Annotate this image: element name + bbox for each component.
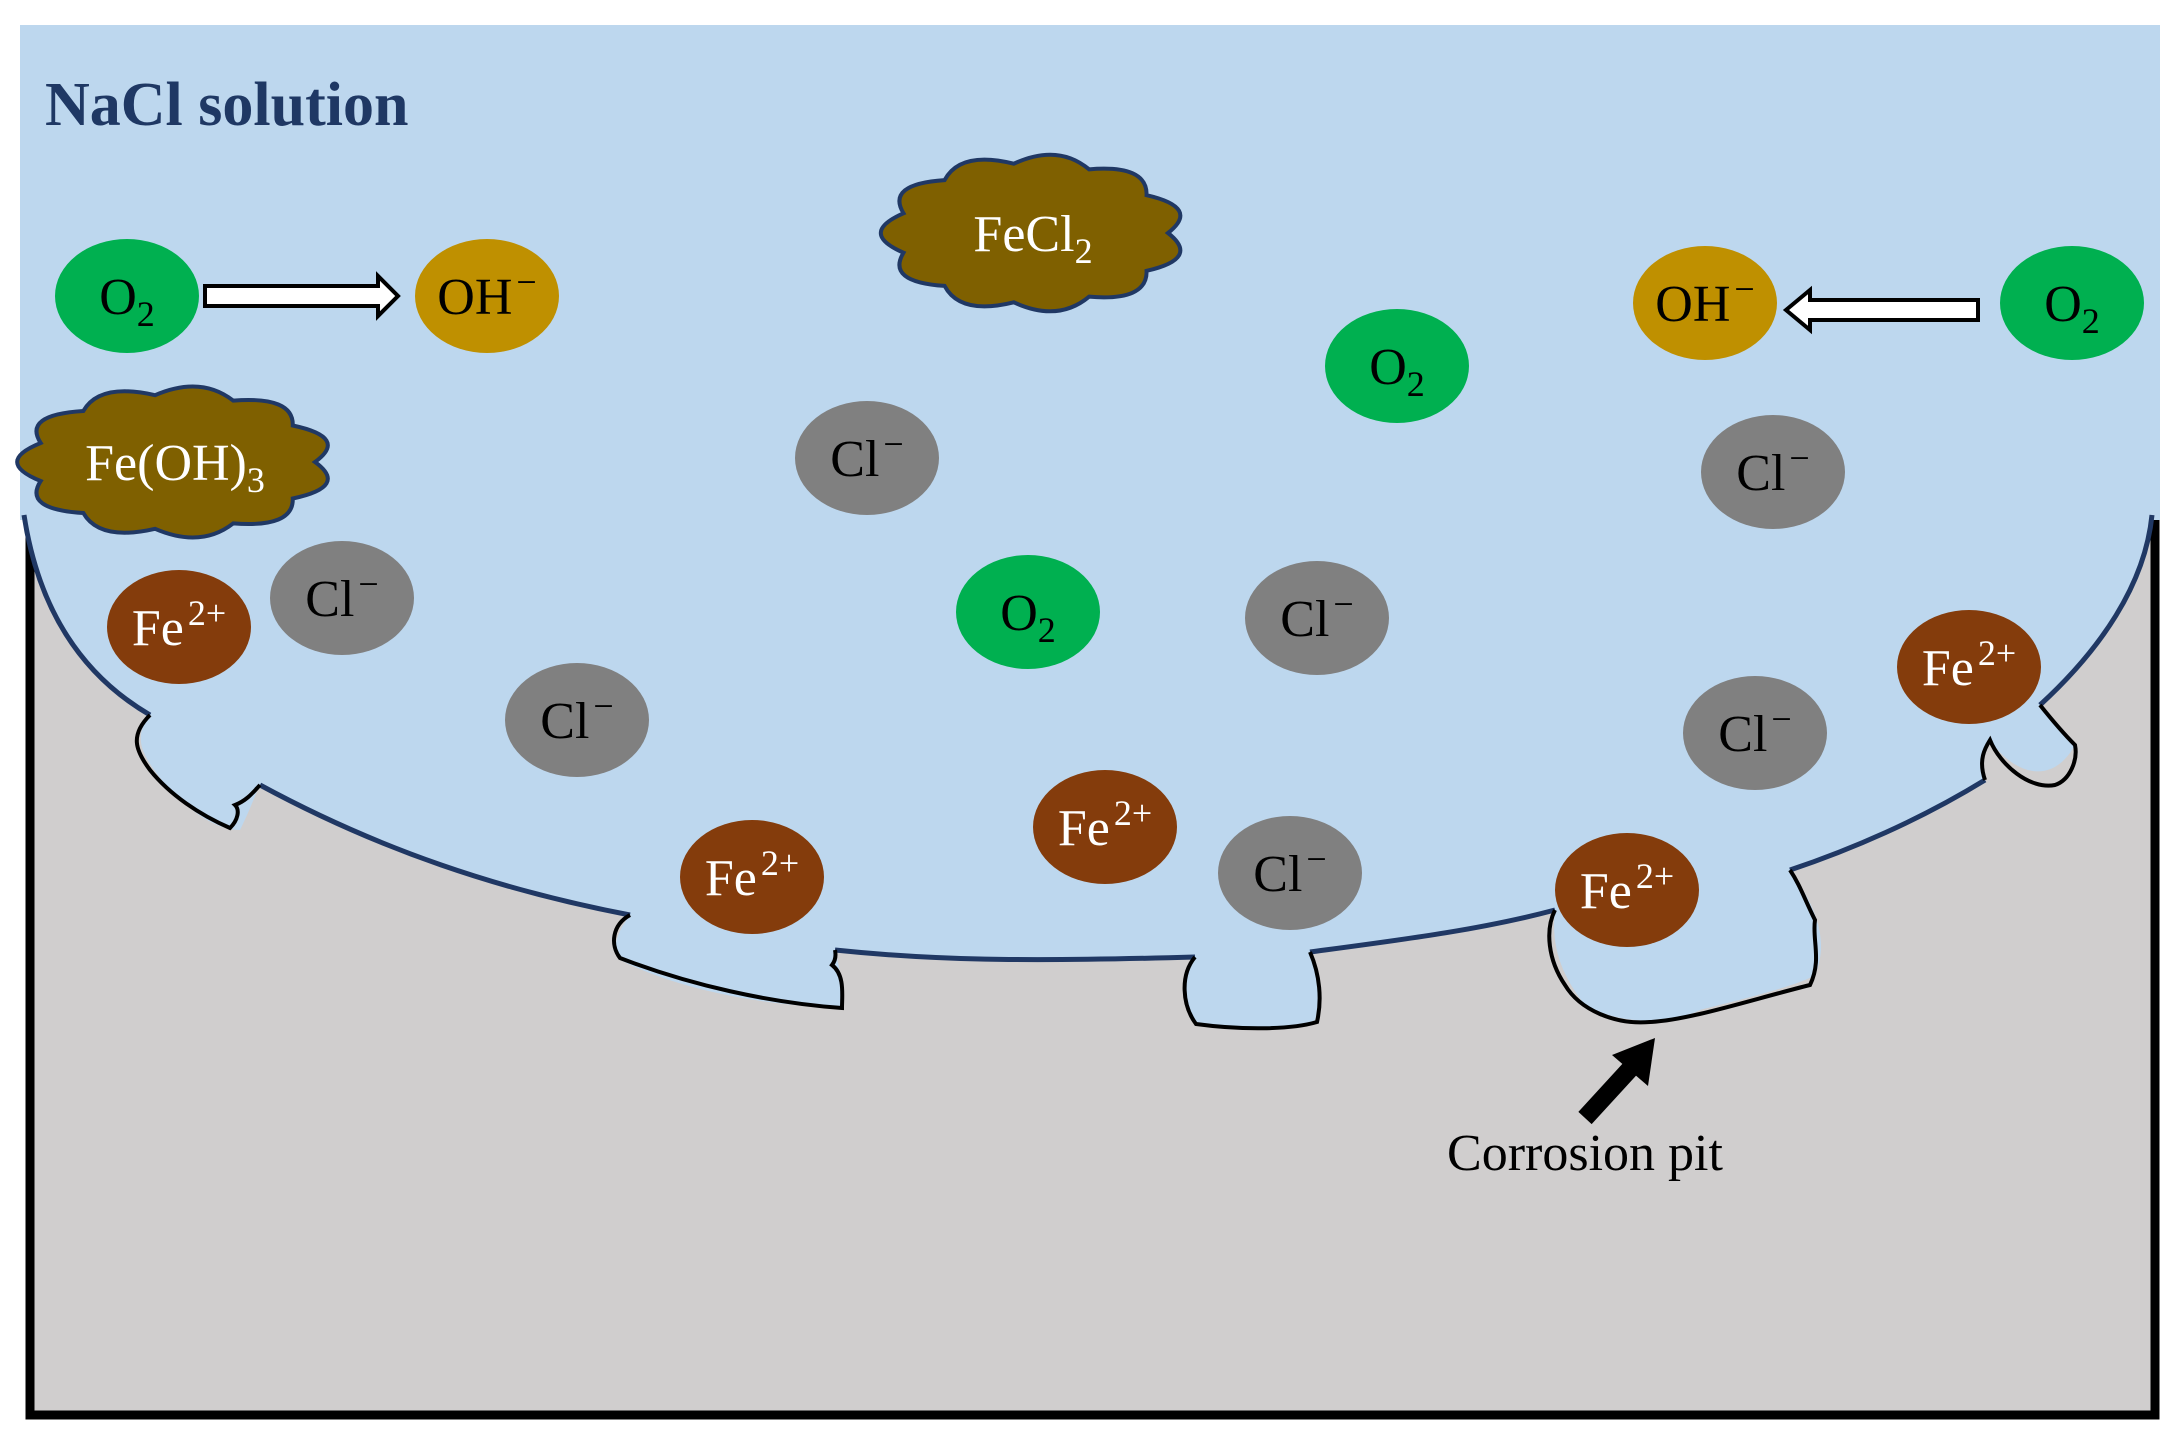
oh-ion: OH− [1633,246,1777,360]
corrosion-pit-outline [1980,703,2078,788]
cl-ion-ellipse [1683,676,1827,790]
pit-pointer-arrow [1578,1038,1655,1125]
oh-ion-ellipse [1633,246,1777,360]
feoh3-cloud: Fe(OH)3 [15,384,330,540]
corrosion-pit-outline [612,913,845,1011]
o2-ion-label: O2 [2044,276,2100,341]
cl-ion-label: Cl− [1718,699,1791,763]
cl-ion: Cl− [505,663,649,777]
corrosion-pit-outline [1547,868,1819,1025]
cl-ion-label: Cl− [305,564,378,628]
o2-ion-ellipse [2000,246,2144,360]
cl-ion: Cl− [1701,415,1845,529]
corrosion-pit-label: Corrosion pit [1447,1125,1723,1182]
oh-ion: OH− [415,239,559,353]
cl-ion: Cl− [1245,561,1389,675]
fecl2-cloud-label: FeCl2 [973,206,1092,271]
o2-ion-label: O2 [99,269,155,334]
fe-ion-ellipse [680,820,824,934]
o2-ion: O2 [956,555,1100,669]
cl-ion-label: Cl− [1280,584,1353,648]
o2-ion: O2 [1325,309,1469,423]
cl-ion: Cl− [1683,676,1827,790]
o2-ion-label: O2 [1369,339,1425,404]
oh-ion-ellipse [415,239,559,353]
cl-ion-ellipse [1701,415,1845,529]
corrosion-pit-outline [1182,951,1322,1031]
diagram-title: NaCl solution [45,71,408,139]
cl-ion-label: Cl− [1736,438,1809,502]
o2-ion-ellipse [956,555,1100,669]
fecl2-cloud-shape [879,152,1183,314]
cl-ion: Cl− [1218,816,1362,930]
cl-ion-ellipse [1218,816,1362,930]
o2-ion: O2 [2000,246,2144,360]
o2-ion: O2 [55,239,199,353]
reaction-arrow-left [203,271,401,321]
cl-ion-label: Cl− [1253,839,1326,903]
oh-ion-label: OH− [1655,269,1754,333]
o2-ion-label: O2 [1000,585,1056,650]
cl-ion-ellipse [795,401,939,515]
cl-ion-ellipse [1245,561,1389,675]
corrosion-pit-outline [134,713,262,831]
cl-ion-ellipse [270,541,414,655]
cl-ion: Cl− [795,401,939,515]
oh-ion-label: OH− [437,262,536,326]
feoh3-cloud-label: Fe(OH)3 [85,435,265,500]
cl-ion-label: Cl− [540,686,613,750]
fe-ion-ellipse [1555,833,1699,947]
fe-ion-ellipse [1897,610,2041,724]
cl-ion: Cl− [270,541,414,655]
cl-ion-ellipse [505,663,649,777]
o2-ion-ellipse [55,239,199,353]
fe-ion-ellipse [1033,770,1177,884]
corrosion-pits [134,703,2078,1031]
fe-ion-ellipse [107,570,251,684]
metal-surface-outline [21,514,2155,963]
reaction-arrow-right [1782,285,1980,335]
o2-ion-ellipse [1325,309,1469,423]
cl-ion-label: Cl− [830,424,903,488]
fecl2-cloud: FeCl2 [879,152,1183,314]
feoh3-cloud-shape [15,384,330,540]
